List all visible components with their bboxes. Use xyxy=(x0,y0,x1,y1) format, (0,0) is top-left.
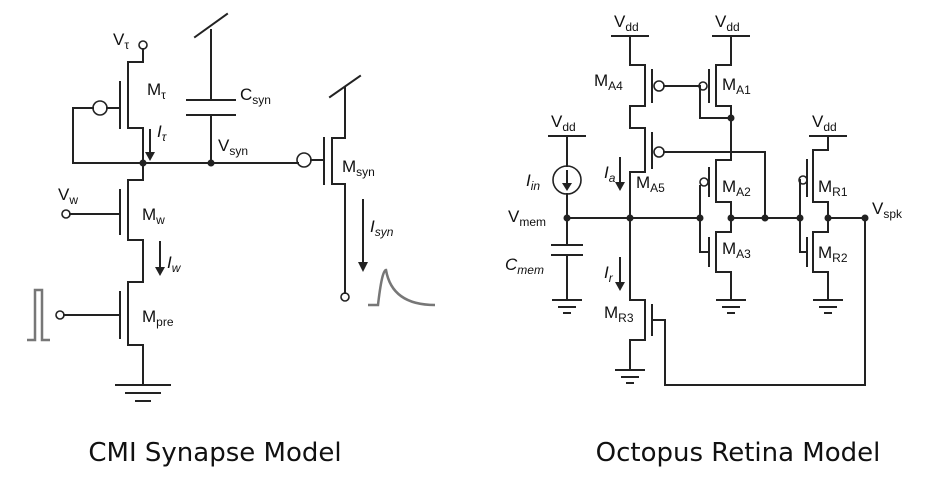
m-r3-transistor xyxy=(615,217,653,384)
m-tau-gate-bubble xyxy=(92,100,108,116)
m-r3-label: MR3 xyxy=(604,303,634,325)
m-syn-label: Msyn xyxy=(342,157,375,179)
m-a5-label: MA5 xyxy=(636,173,665,195)
i-w-label: Iw xyxy=(167,253,182,275)
m-a3-label: MA3 xyxy=(722,239,751,261)
i-syn-arrow xyxy=(358,262,368,272)
m-r2-transistor xyxy=(799,231,843,314)
m-a1-label: MA1 xyxy=(722,75,751,97)
v-tau-terminal xyxy=(138,40,148,50)
v-w-terminal xyxy=(61,209,71,219)
m-pre-gate-terminal xyxy=(55,310,65,320)
v-w-label: Vw xyxy=(58,185,78,207)
m-tau-transistor xyxy=(72,61,144,164)
c-mem-capacitor xyxy=(551,217,583,314)
m-a1-transistor xyxy=(698,64,735,161)
c-syn-label: Csyn xyxy=(240,85,271,107)
m-a4-label: MA4 xyxy=(594,71,623,93)
m-a3-transistor xyxy=(699,231,746,314)
c-syn-capacitor xyxy=(186,12,236,164)
i-syn-label: Isyn xyxy=(370,217,394,239)
m-pre-label: Mpre xyxy=(142,307,174,329)
v-tau-label: Vτ xyxy=(113,30,129,52)
m-a2-transistor xyxy=(699,159,732,233)
m-a4-transistor xyxy=(629,64,701,129)
vdd-label-4: Vdd xyxy=(812,112,837,134)
i-a-label: Ia xyxy=(604,163,616,185)
m-syn-output-terminal xyxy=(340,292,350,302)
m-w-label: Mw xyxy=(142,205,165,227)
i-in-current-source xyxy=(552,157,582,219)
v-spk-label: Vspk xyxy=(872,199,903,221)
caption-left: CMI Synapse Model xyxy=(88,438,341,468)
m-pre-transistor xyxy=(55,281,144,386)
m-syn-gate-bubble xyxy=(296,152,312,168)
i-tau-arrow xyxy=(145,152,155,161)
i-r-label: Ir xyxy=(604,263,614,285)
m-r1-label: MR1 xyxy=(818,177,848,199)
m-r2-label: MR2 xyxy=(818,243,848,265)
ground-symbol xyxy=(115,384,171,402)
pre-spike-pulse xyxy=(27,288,50,342)
m-tau-label: Mτ xyxy=(147,80,166,102)
i-tau-label: Iτ xyxy=(157,122,168,144)
i-r-arrow xyxy=(615,282,625,291)
v-syn-label: Vsyn xyxy=(218,136,248,158)
vdd-label-3: Vdd xyxy=(551,112,576,134)
caption-right: Octopus Retina Model xyxy=(596,438,881,468)
m-a5-transistor xyxy=(629,127,766,219)
vdd-label-1: Vdd xyxy=(614,12,639,34)
epsc-waveform xyxy=(368,268,436,307)
cmi-synapse-circuit xyxy=(27,12,436,402)
i-in-label: Iin xyxy=(526,171,540,193)
octopus-retina-circuit xyxy=(548,35,869,386)
i-w-arrow xyxy=(155,267,165,276)
m-a2-label: MA2 xyxy=(722,177,751,199)
m-syn-transistor xyxy=(296,74,362,302)
v-mem-label: Vmem xyxy=(508,207,546,229)
vdd-label-2: Vdd xyxy=(715,12,740,34)
i-a-arrow xyxy=(615,182,625,191)
m-w-transistor xyxy=(61,162,144,283)
c-mem-label: Cmem xyxy=(505,255,544,277)
